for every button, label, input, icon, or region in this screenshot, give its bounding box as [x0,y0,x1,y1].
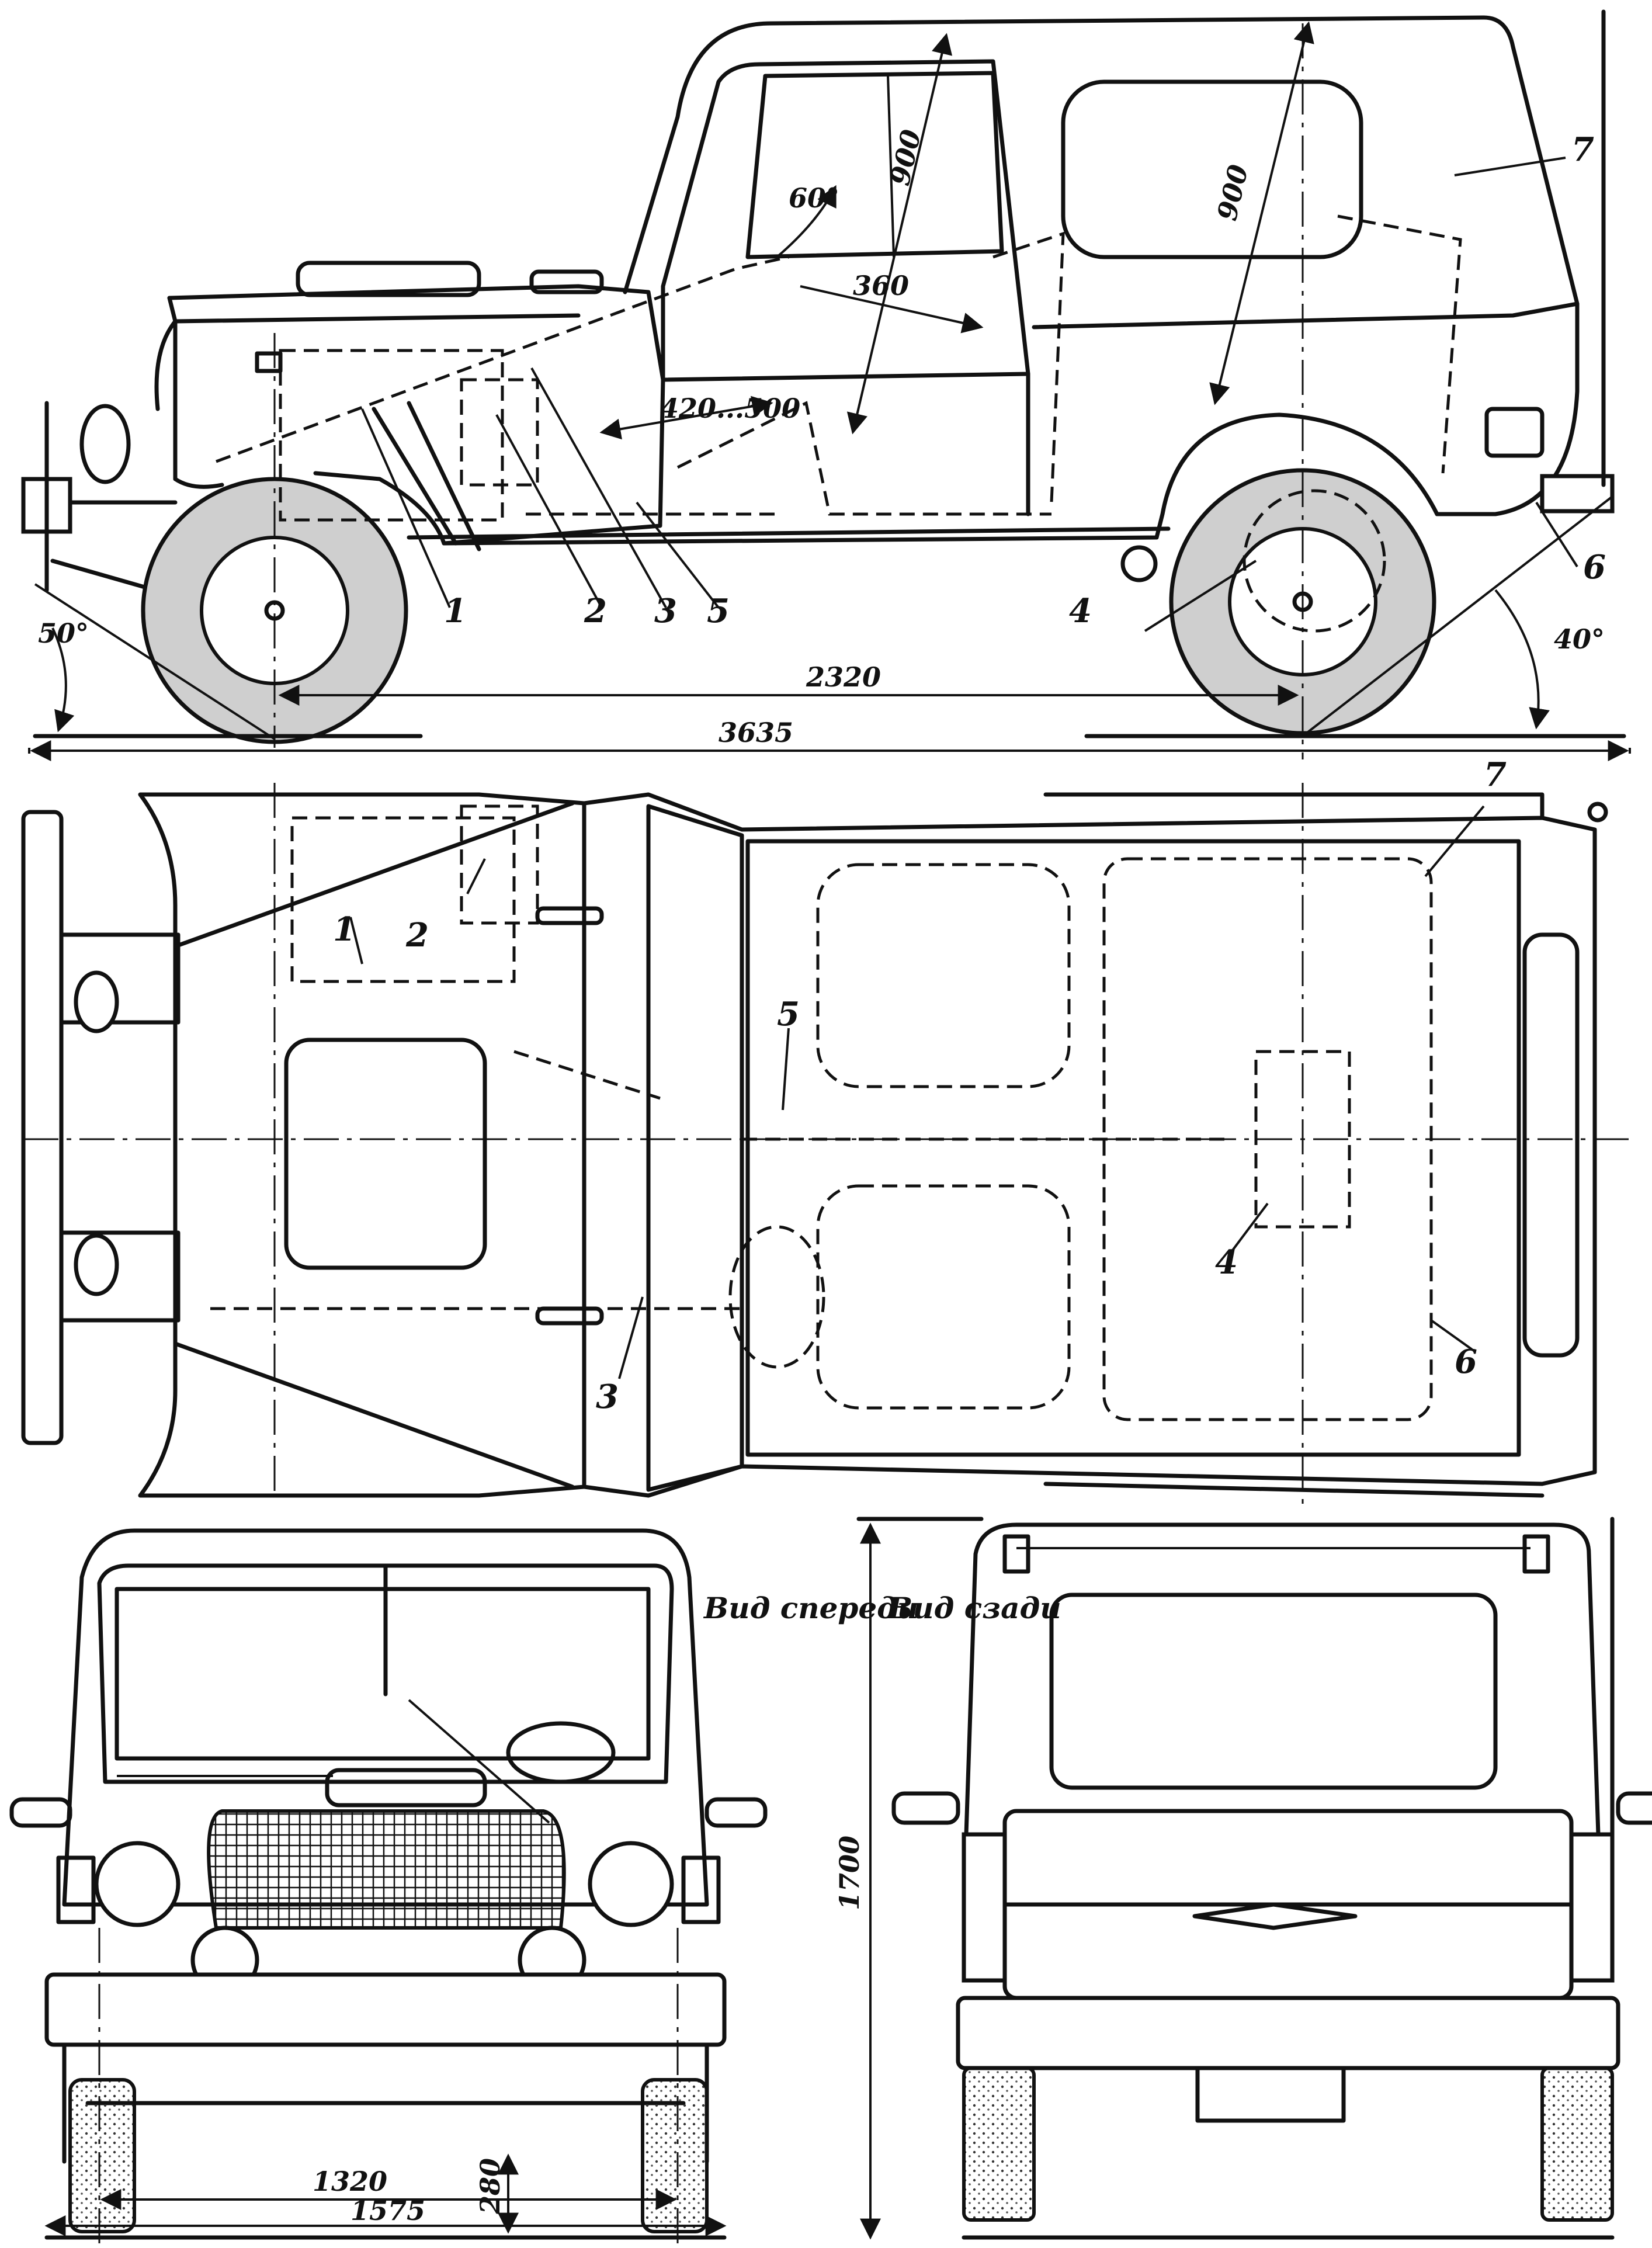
callout-1-side: 1 [444,592,467,630]
callout-6-top: 6 [1455,1342,1477,1381]
front-windscreen [114,1587,651,1761]
side-rear-window [1061,79,1363,259]
callout-3-side: 3 [654,592,677,630]
rear-bumper [956,1996,1620,2070]
callout-3-top: 3 [596,1378,619,1416]
track-outer-dimension: 1575 [350,2195,425,2226]
front-view: 1320 1575 280 Вид спереди [9,1528,918,2243]
departure-angle-dimension: 40° [1554,623,1605,655]
seat-back-angle-dimension: 60° [789,182,839,214]
seat-depth-dimension: 360 [853,270,909,301]
callout-2-top: 2 [405,916,429,955]
rear-headroom-dimension: 900 [1211,162,1254,224]
front-bumper-top [21,810,64,1445]
rear-emblem [1192,1902,1358,1930]
front-view-caption: Вид спереди [703,1591,918,1625]
front-bumper [44,1972,727,2047]
callout-2-side: 2 [584,592,607,630]
seat-adjust-dimension: 420...500 [660,393,800,424]
side-door-window [745,71,1004,259]
callout-5-side: 5 [707,592,730,630]
callout-1-top: 1 [333,910,356,949]
rear-view: 1700 Вид сзади [834,1517,1652,2240]
callout-4-top: 4 [1215,1243,1238,1282]
callout-7-top: 7 [1484,755,1507,794]
left-headlight [94,1841,181,1927]
approach-angle-dimension: 50° [38,617,89,649]
callout-6-side: 6 [1583,548,1606,587]
right-headlight [588,1841,674,1927]
track-inner-dimension: 1320 [313,2166,387,2197]
callout-5-top: 5 [777,995,800,1033]
left-tail-lamp [962,1832,1007,1983]
rear-window [1049,1593,1498,1790]
overall-length-dimension: 3635 [719,717,793,748]
top-view: 1 2 3 5 4 6 7 [21,755,1630,1507]
front-grille [207,1809,566,1930]
side-view: 1 2 3 5 4 6 7 2320 3635 50° 40° 60° 360 … [21,9,1631,761]
height-dimension: 1700 [834,1836,865,1910]
callout-7-side: 7 [1571,130,1594,169]
right-tail-lamp [1569,1832,1615,1983]
callout-4-side: 4 [1069,592,1092,630]
ground-clearance-dimension: 280 [474,2158,506,2215]
rear-view-caption: Вид сзади [887,1591,1061,1625]
wheelbase-dimension: 2320 [806,661,881,693]
